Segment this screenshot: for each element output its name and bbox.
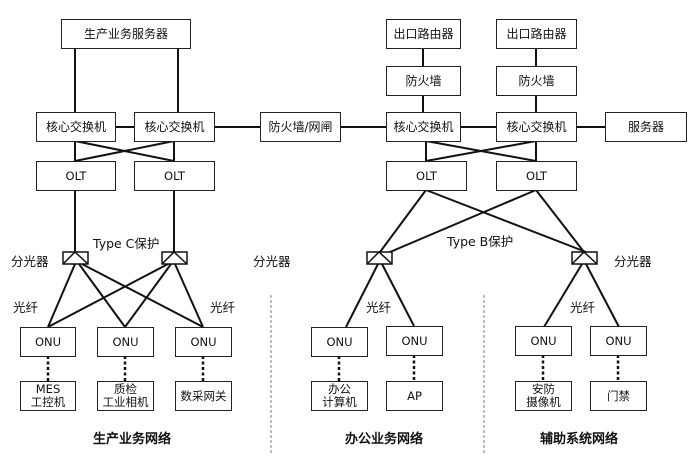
onu-office-1: ONU xyxy=(311,327,368,357)
device-label-line2: 摄像机 xyxy=(526,395,561,409)
onu-label: ONU xyxy=(34,335,62,349)
server: 服务器 xyxy=(605,112,687,142)
core-switch-3-label: 核心交换机 xyxy=(393,120,454,134)
device-data-gateway: 数采网关 xyxy=(175,381,232,411)
onu-office-2: ONU xyxy=(386,326,443,356)
fiber-s4-onu1 xyxy=(543,263,583,328)
fiber-s2-onu1 xyxy=(47,263,169,328)
device-label-line1: 安防 xyxy=(532,382,555,396)
firewall-1: 防火墙 xyxy=(386,66,461,96)
link-olt3-splitter4 xyxy=(425,189,587,253)
olt-2-label: OLT xyxy=(164,169,185,183)
onu-label: ONU xyxy=(112,335,139,349)
core-switch-4: 核心交换机 xyxy=(496,112,577,142)
fiber-s4-onu2 xyxy=(585,263,620,328)
olt-1: OLT xyxy=(36,161,116,191)
onu-label: ONU xyxy=(530,334,557,348)
onu-label: ONU xyxy=(326,335,353,349)
device-office-computer: 办公 计算机 xyxy=(311,381,368,411)
splitter-icon-1 xyxy=(62,250,89,265)
fiber-s1-onu3 xyxy=(81,263,204,328)
fiber-s1-onu1 xyxy=(47,263,76,328)
splitter-icon-3 xyxy=(366,250,393,265)
onu-production-1: ONU xyxy=(20,327,76,357)
device-mes-ipc: MES 工控机 xyxy=(20,381,76,411)
onu-production-2: ONU xyxy=(97,327,154,357)
production-server-label: 生产业务服务器 xyxy=(83,27,168,41)
device-label-line1: 数采网关 xyxy=(180,389,227,403)
splitter-icon-2 xyxy=(161,250,188,265)
onu-production-3: ONU xyxy=(175,327,232,357)
device-security-camera: 安防 摄像机 xyxy=(515,381,572,411)
fiber-s3-onu2 xyxy=(381,263,415,327)
egress-router-1: 出口路由器 xyxy=(386,19,461,49)
onu-aux-2: ONU xyxy=(590,326,647,356)
core-switch-4-label: 核心交换机 xyxy=(506,120,567,134)
core-switch-1-label: 核心交换机 xyxy=(45,120,106,134)
onu-label: ONU xyxy=(401,334,428,348)
device-label-line2: 工控机 xyxy=(30,395,66,409)
splitter-label-office: 分光器 xyxy=(253,254,291,269)
egress-router-1-label: 出口路由器 xyxy=(393,27,454,41)
link-olt4-splitter3 xyxy=(389,189,537,253)
onu-label: ONU xyxy=(190,335,217,349)
link-core2-olt1 xyxy=(74,140,175,162)
firewall-2-label: 防火墙 xyxy=(518,74,555,88)
device-qc-camera: 质检 工业相机 xyxy=(97,381,154,411)
link-core4-olt3 xyxy=(425,140,537,162)
device-label-line2: 工业相机 xyxy=(102,395,149,409)
olt-3: OLT xyxy=(386,161,467,191)
fiber-label-production-right: 光纤 xyxy=(210,300,236,315)
section-title-production: 生产业务网络 xyxy=(93,432,172,447)
olt-4-label: OLT xyxy=(526,169,547,183)
onu-label: ONU xyxy=(605,334,632,348)
firewall-1-label: 防火墙 xyxy=(405,74,442,88)
firewall-2: 防火墙 xyxy=(496,66,577,96)
section-title-auxiliary: 辅助系统网络 xyxy=(540,432,619,447)
olt-4: OLT xyxy=(496,161,577,191)
fiber-label-production-left: 光纤 xyxy=(13,300,39,315)
device-label-line1: 质检 xyxy=(114,382,137,396)
device-label-line1: MES xyxy=(35,382,61,396)
device-ap: AP xyxy=(386,381,443,411)
type-c-protection-label: Type C保护 xyxy=(93,236,160,251)
firewall-gateway-label: 防火墙/网闸 xyxy=(268,120,333,134)
splitter-icon-4 xyxy=(571,250,598,265)
fiber-s3-onu1 xyxy=(345,263,379,328)
device-label-line2: 计算机 xyxy=(322,395,357,409)
core-switch-3: 核心交换机 xyxy=(386,112,461,142)
fiber-s1-onu2 xyxy=(78,263,126,328)
device-label-line1: 门禁 xyxy=(607,389,630,403)
olt-3-label: OLT xyxy=(416,169,437,183)
fiber-s2-onu2 xyxy=(124,263,172,328)
onu-aux-1: ONU xyxy=(515,326,572,356)
egress-router-2: 出口路由器 xyxy=(496,19,577,49)
olt-2: OLT xyxy=(134,161,215,191)
type-b-protection-label: Type B保护 xyxy=(447,234,514,249)
fiber-label-aux: 光纤 xyxy=(570,300,596,315)
splitter-label-production: 分光器 xyxy=(11,254,49,269)
section-title-office: 办公业务网络 xyxy=(345,432,424,447)
fiber-label-office: 光纤 xyxy=(366,300,392,315)
core-switch-2-label: 核心交换机 xyxy=(144,120,205,134)
firewall-gateway: 防火墙/网闸 xyxy=(260,112,341,142)
link-olt4-splitter4 xyxy=(535,189,585,253)
core-switch-2: 核心交换机 xyxy=(134,112,215,142)
core-switch-1: 核心交换机 xyxy=(36,112,116,142)
device-label-line1: AP xyxy=(407,389,422,403)
device-access-control: 门禁 xyxy=(590,381,647,411)
fiber-s2-onu3 xyxy=(174,263,204,328)
splitter-label-aux: 分光器 xyxy=(614,254,652,269)
egress-router-2-label: 出口路由器 xyxy=(506,27,567,41)
server-label: 服务器 xyxy=(627,120,664,134)
link-olt3-splitter3 xyxy=(379,189,427,253)
device-label-line1: 办公 xyxy=(328,382,351,396)
production-server: 生产业务服务器 xyxy=(61,19,191,49)
olt-1-label: OLT xyxy=(65,169,87,183)
